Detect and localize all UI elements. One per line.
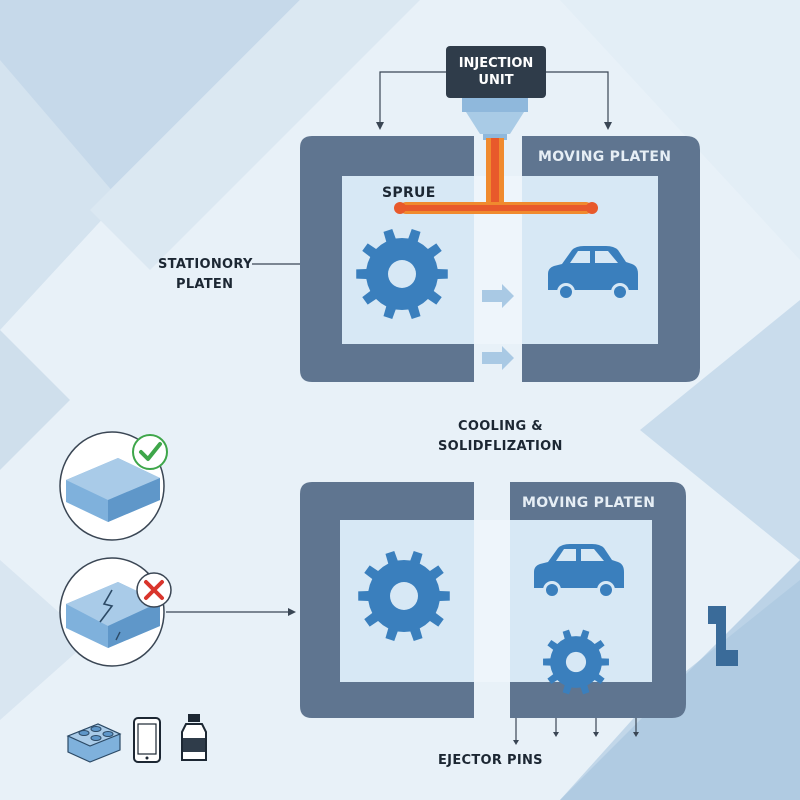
good-part-sample bbox=[59, 431, 168, 541]
feed-arrow-right bbox=[604, 122, 612, 130]
gear-icon bbox=[356, 229, 448, 319]
sprue-label: SPRUE bbox=[382, 185, 436, 201]
defect-leader-arrow bbox=[288, 608, 296, 616]
bottom-moving-platen bbox=[510, 482, 686, 718]
ejector-pins bbox=[513, 718, 639, 745]
gear-icon bbox=[358, 551, 450, 641]
defective-part-sample bbox=[59, 557, 172, 667]
feed-lines bbox=[379, 71, 609, 124]
stationary-platen-label-line2: PLATEN bbox=[176, 277, 234, 292]
stationary-platen-label-line1: STATIONORY bbox=[158, 257, 253, 272]
top-moving-platen-label: MOVING PLATEN bbox=[538, 149, 672, 165]
ejector-pins-label: EJECTOR PINS bbox=[438, 753, 543, 768]
car-icon bbox=[534, 544, 624, 599]
bottom-moving-platen-label: MOVING PLATEN bbox=[522, 495, 656, 511]
check-icon bbox=[132, 434, 168, 470]
gear-hole bbox=[390, 582, 418, 610]
nozzle bbox=[462, 98, 528, 140]
side-number-glyph bbox=[708, 606, 738, 666]
smartphone-icon bbox=[133, 717, 161, 763]
gear-hole bbox=[565, 651, 587, 673]
arrow-right-icon bbox=[482, 284, 514, 370]
small-gear-icon bbox=[543, 629, 609, 695]
gear-hole bbox=[388, 260, 416, 288]
cooling-label-line2: SOLIDFLIZATION bbox=[438, 439, 563, 454]
cooling-label-line1: COOLING & bbox=[458, 419, 543, 434]
injection-unit-line1: INJECTION bbox=[458, 56, 534, 71]
bottom-parting-gap bbox=[474, 520, 510, 682]
car-icon bbox=[548, 246, 638, 301]
feed-arrow-left bbox=[376, 122, 384, 130]
cross-icon bbox=[136, 572, 172, 608]
bottle-icon bbox=[181, 714, 207, 761]
injection-unit-line2: UNIT bbox=[478, 73, 514, 88]
sprue-runner bbox=[394, 138, 598, 214]
lego-brick-icon bbox=[66, 723, 122, 763]
injection-unit-box: INJECTION UNIT bbox=[446, 46, 546, 98]
